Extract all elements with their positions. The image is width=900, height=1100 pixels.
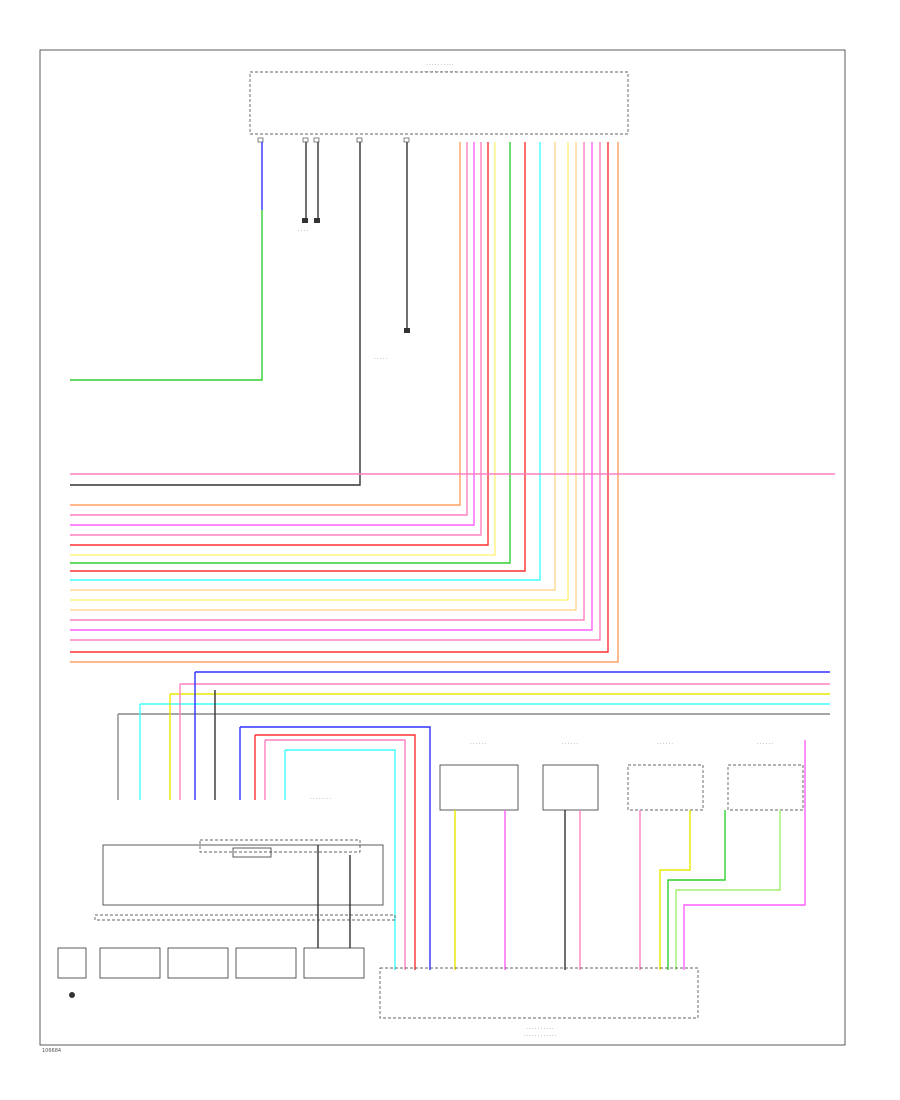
lower-left-modules <box>57 845 365 998</box>
relay-1-label: · · · · · · <box>470 742 486 747</box>
middle-drops <box>117 672 431 970</box>
label-upper-1: · · · · <box>298 229 308 234</box>
relay-3-label: · · · · · · <box>657 742 673 747</box>
lower-left-connector: · · · · · · · · <box>94 797 396 921</box>
top-module-label-2: · · · · · · · · · · · · <box>424 70 457 75</box>
page-id: 106684 <box>42 1048 61 1054</box>
middle-bundle <box>118 671 830 715</box>
top-module-pins <box>257 137 410 143</box>
bottom-module-label-2: · · · · · · · · · · · · <box>524 1034 557 1039</box>
left-upper-branch: · · · · · · · · · <box>70 142 410 486</box>
label-upper-2: · · · · · <box>374 357 387 362</box>
bottom-module-box <box>379 967 699 1019</box>
relay-wiring <box>454 740 806 970</box>
label-lower-1: · · · · · · · · <box>310 797 331 802</box>
relay-blocks: · · · · · · · · · · · · · · · · · · · · … <box>439 742 804 811</box>
top-module-box <box>249 71 629 135</box>
top-module-label-1: · · · · · · · · · · <box>426 63 453 68</box>
diagram-frame <box>39 49 846 1046</box>
relay-2-label: · · · · · · <box>562 742 578 747</box>
relay-4-label: · · · · · · <box>757 742 773 747</box>
bottom-module-label-1: · · · · · · · · · · <box>526 1027 553 1032</box>
upper-bundle <box>70 142 619 663</box>
